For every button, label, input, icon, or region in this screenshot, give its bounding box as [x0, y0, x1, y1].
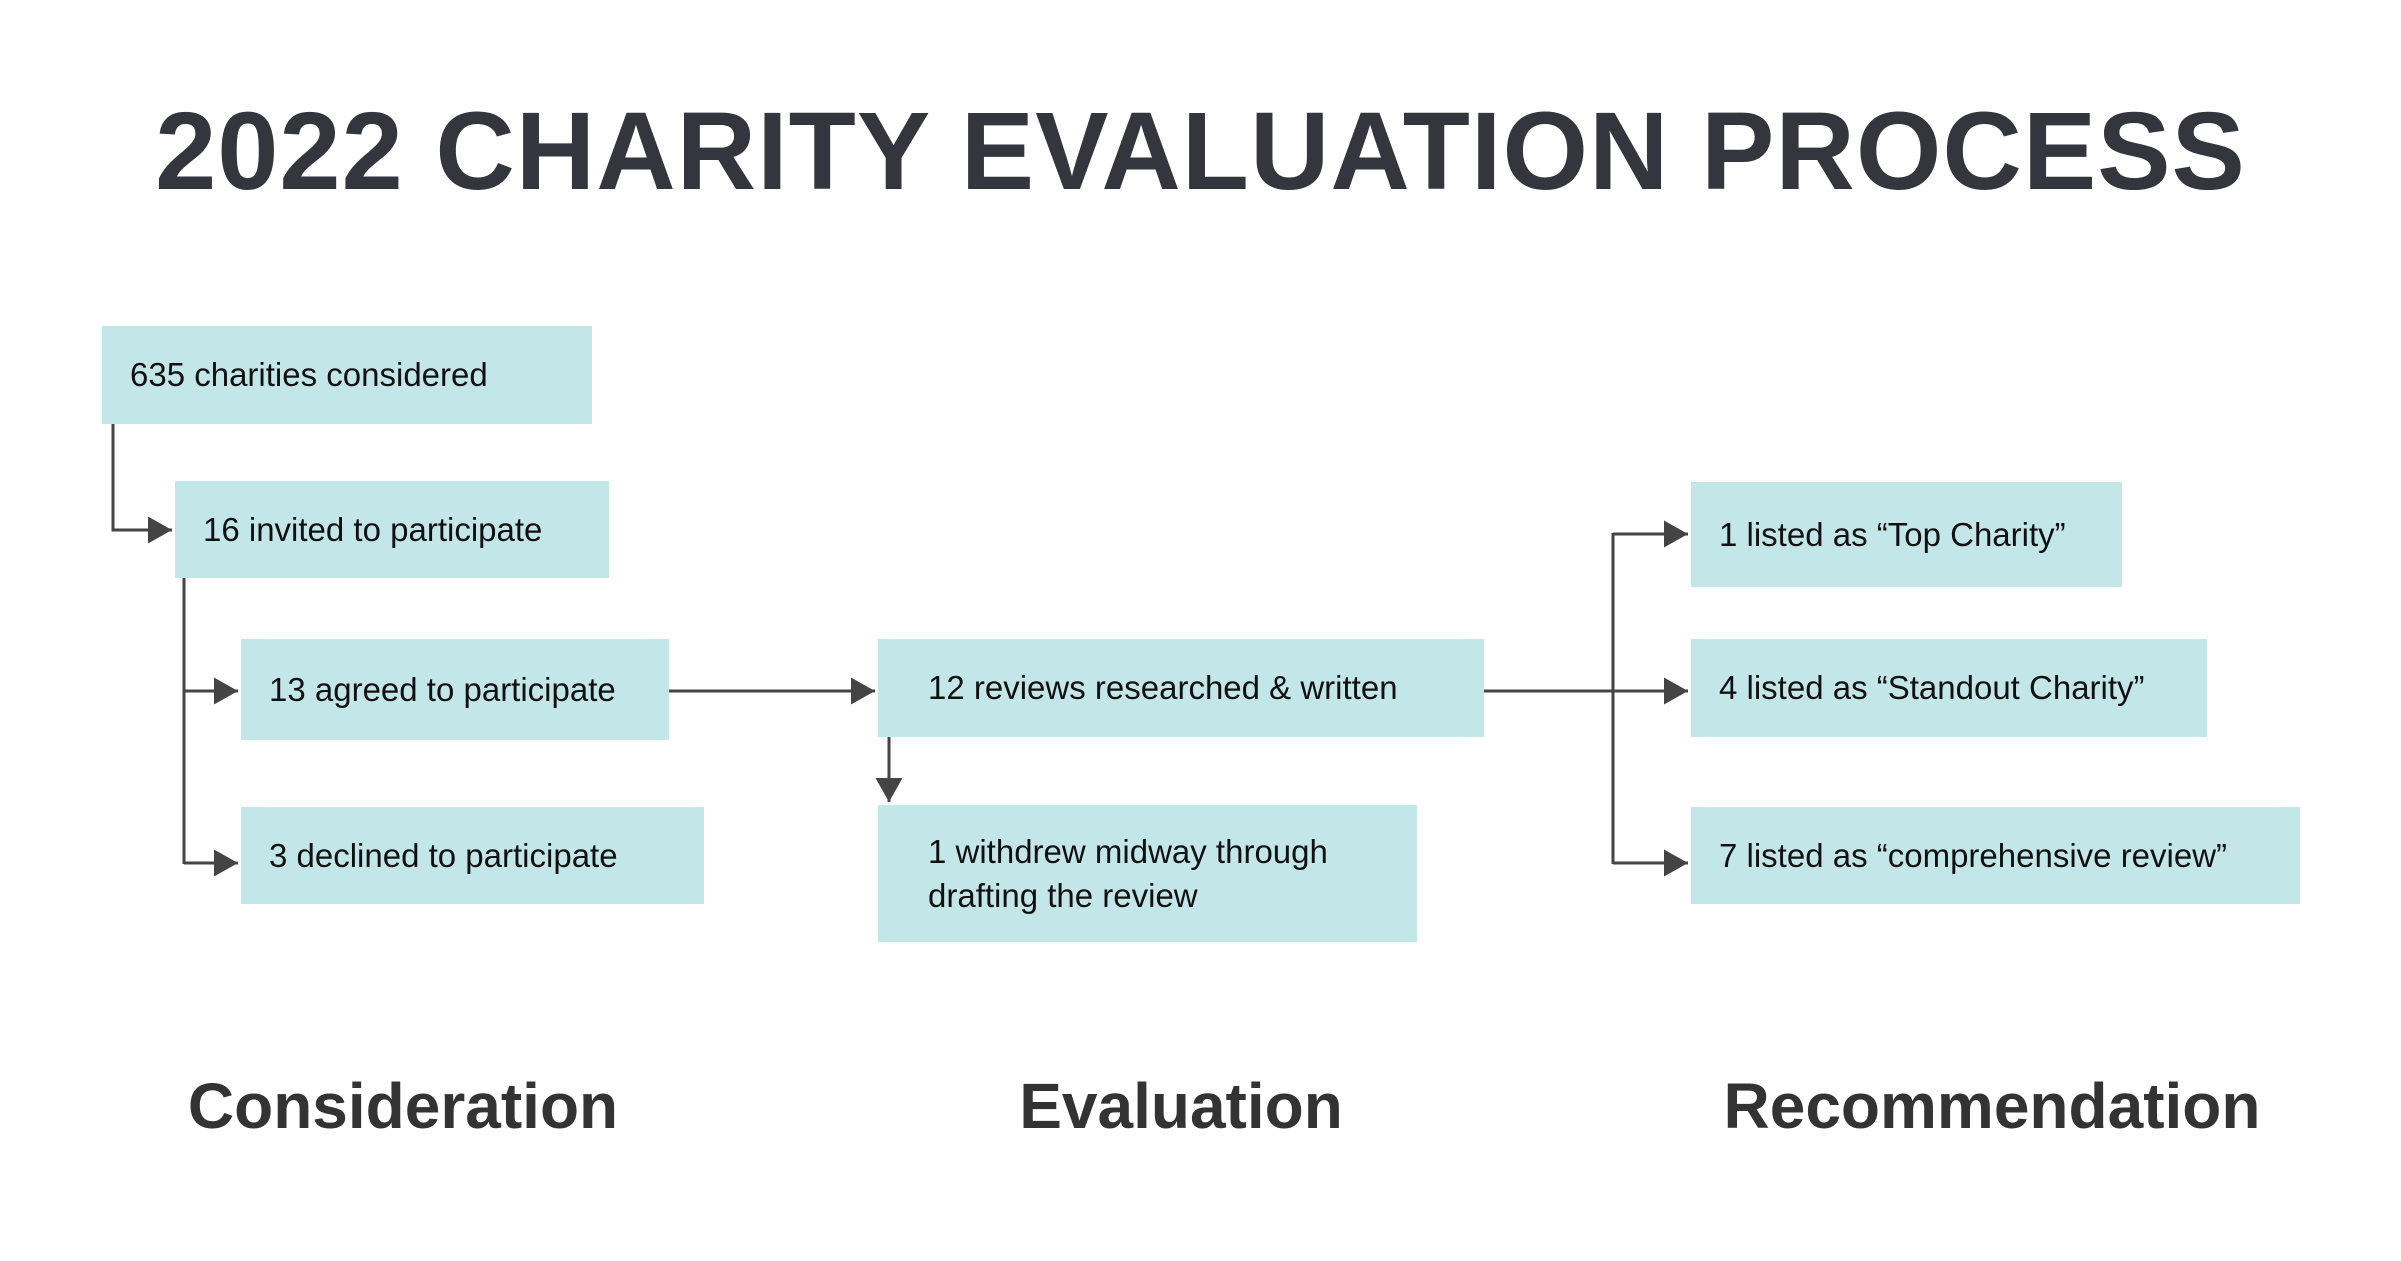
arrow-considered-to-invited: [111, 424, 172, 544]
box-label: 635 charities considered: [130, 356, 488, 393]
phase-label-consideration: Consideration: [187, 1070, 619, 1142]
phase-label-evaluation: Evaluation: [1019, 1070, 1343, 1142]
box-declined: 3 declined to participate: [241, 807, 704, 904]
box-charities-considered: 635 charities considered: [102, 326, 592, 424]
box-invited: 16 invited to participate: [175, 481, 609, 578]
box-label: 3 declined to participate: [269, 836, 618, 874]
phase-label-recommendation: Recommendation: [1723, 1070, 2261, 1142]
box-label: 4 listed as “Standout Charity”: [1719, 669, 2145, 706]
diagram-title: 2022 CHARITY EVALUATION PROCESS: [155, 90, 2246, 213]
box-standout-charity: 4 listed as “Standout Charity”: [1691, 639, 2207, 737]
box-withdrew: 1 withdrew midway through drafting the r…: [878, 805, 1417, 942]
box-label: 16 invited to participate: [203, 510, 543, 548]
box-label: 12 reviews researched & written: [928, 669, 1398, 706]
box-agreed: 13 agreed to participate: [241, 639, 669, 740]
box-label: 7 listed as “comprehensive review”: [1719, 836, 2228, 874]
box-label: 1 withdrew midway through drafting the r…: [928, 832, 1328, 914]
box-label: 1 listed as “Top Charity”: [1719, 515, 2066, 553]
box-reviews-written: 12 reviews researched & written: [878, 639, 1484, 737]
box-label: 13 agreed to participate: [269, 670, 616, 708]
box-top-charity: 1 listed as “Top Charity”: [1691, 482, 2122, 587]
box-comprehensive-review: 7 listed as “comprehensive review”: [1691, 807, 2300, 904]
